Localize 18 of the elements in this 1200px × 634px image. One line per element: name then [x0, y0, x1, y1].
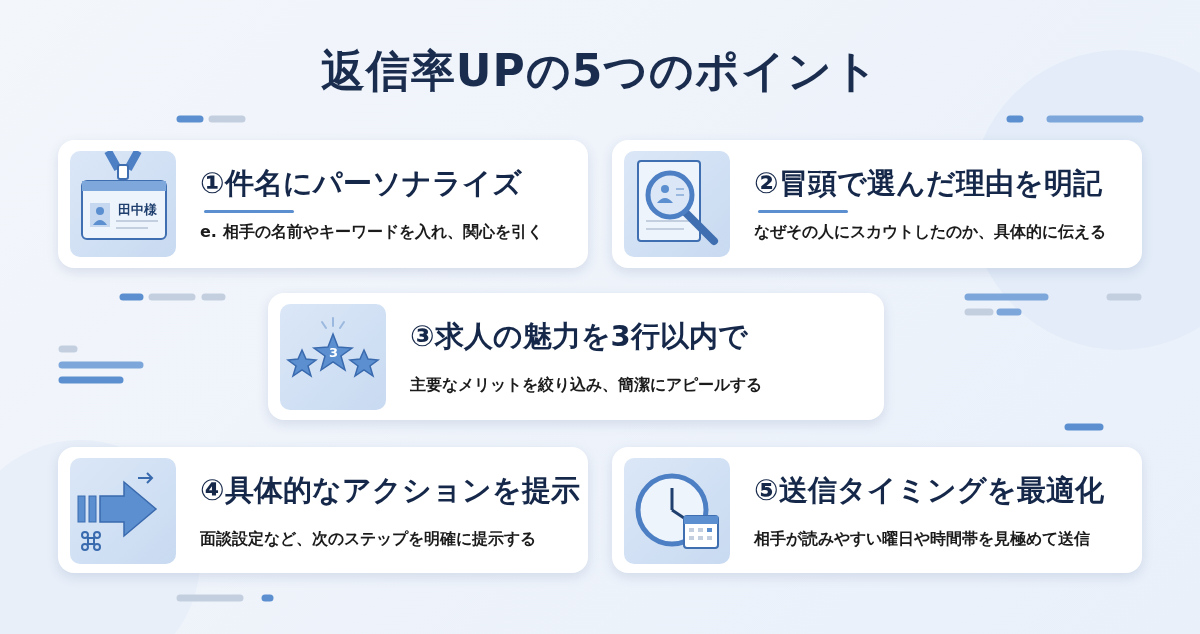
point-card: [612, 447, 1142, 573]
badge-name: 田中様: [118, 201, 157, 219]
point-description: 主要なメリットを絞り込み、簡潔にアピールする: [410, 375, 762, 396]
point-heading: ④具体的なアクションを提示: [200, 472, 580, 509]
point-heading: ③求人の魅力を3行以内で: [410, 318, 748, 355]
point-description: e. 相手の名前やキーワードを入れ、関心を引く: [200, 222, 543, 243]
star-number: 3: [329, 345, 339, 360]
point-card: [58, 140, 588, 268]
point-description: 面談設定など、次のステップを明確に提示する: [200, 529, 536, 550]
point-card: [268, 293, 884, 420]
point-card: [58, 447, 588, 573]
point-heading: ⑤送信タイミングを最適化: [754, 472, 1104, 509]
title: 返信率UPの5つのポイント: [319, 44, 881, 98]
point-card: [612, 140, 1142, 268]
point-description: なぜその人にスカウトしたのか、具体的に伝える: [754, 222, 1106, 243]
point-heading: ②冒頭で選んだ理由を明記: [754, 165, 1102, 202]
point-description: 相手が読みやすい曜日や時間帯を見極めて送信: [754, 529, 1090, 550]
point-heading: ①件名にパーソナライズ: [200, 165, 522, 202]
